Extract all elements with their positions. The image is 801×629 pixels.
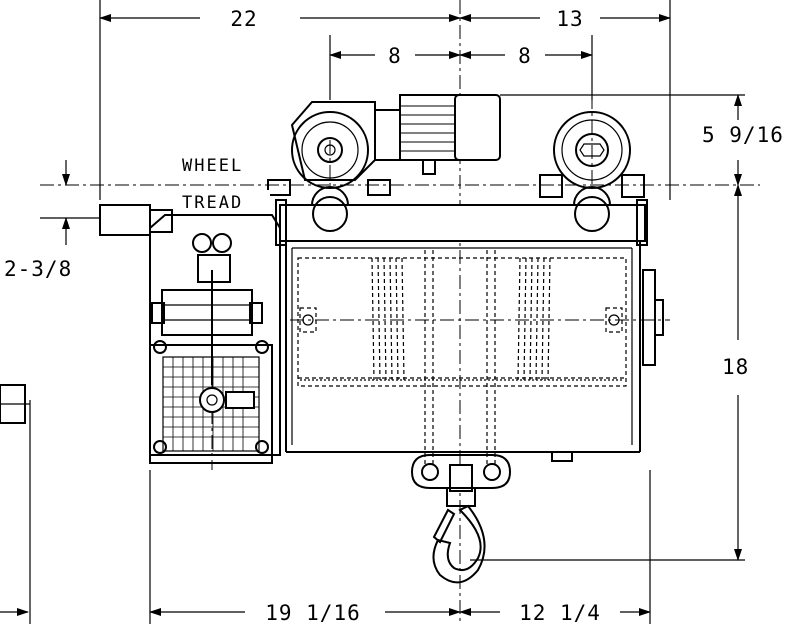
dim-bottom-left: 19 1/16 xyxy=(265,601,361,624)
extension-lines xyxy=(40,0,745,624)
note-tread: TREAD xyxy=(182,193,243,213)
dimension-lines xyxy=(0,14,742,624)
side-component xyxy=(0,384,30,424)
idler-wheel xyxy=(539,111,645,198)
dim-top-right: 13 xyxy=(556,7,583,31)
hoist-motor-assembly xyxy=(99,204,281,464)
dim-top-left: 22 xyxy=(230,7,257,31)
dim-left-height: 2-3/8 xyxy=(4,257,72,281)
frame xyxy=(275,199,664,462)
dim-bottom-right: 12 1/4 xyxy=(519,601,601,624)
dim-right-total: 18 xyxy=(722,355,749,379)
hook-block xyxy=(410,454,512,584)
traverse-motor xyxy=(267,94,501,196)
note-wheel: WHEEL xyxy=(182,156,243,176)
dim-right-upper: 5 9/16 xyxy=(702,123,784,147)
rope-drum xyxy=(297,250,627,465)
centerlines xyxy=(40,0,760,624)
dim-wheel-left: 8 xyxy=(388,44,402,68)
dim-wheel-right: 8 xyxy=(518,44,532,68)
